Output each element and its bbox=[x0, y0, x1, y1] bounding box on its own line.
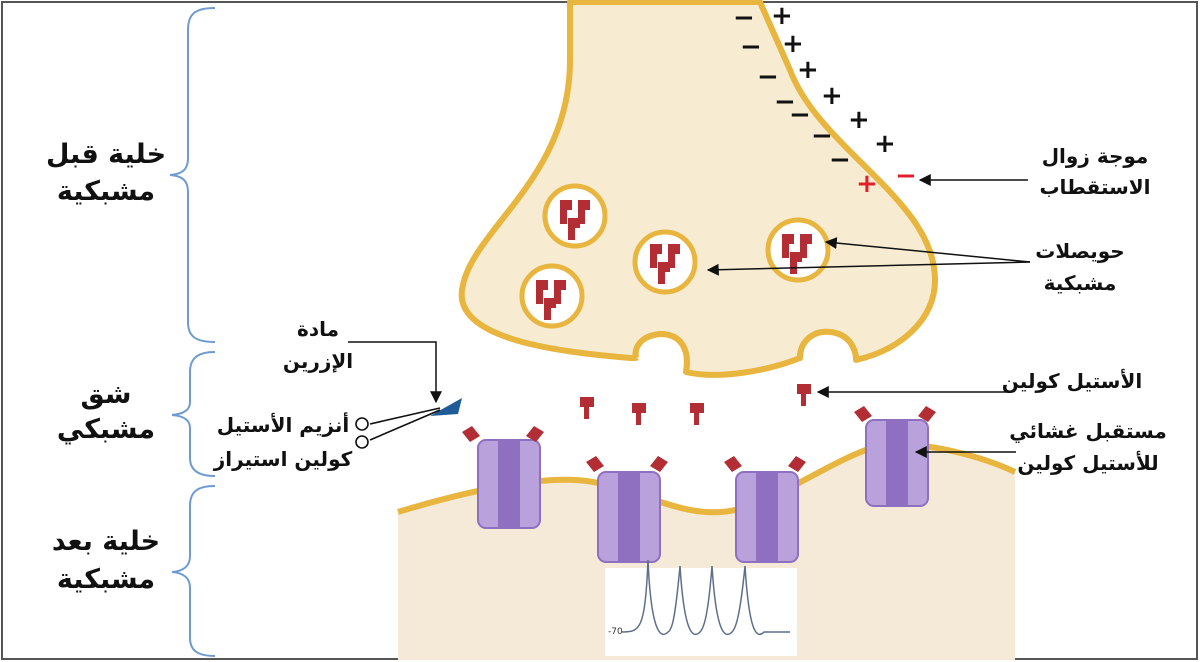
brace-presynaptic bbox=[170, 8, 215, 342]
label-receptor-line2: للأستيل كولين bbox=[1017, 450, 1158, 475]
label-depolarization-line2: الاستقطاب bbox=[1039, 175, 1150, 199]
charge-minus: − bbox=[733, 3, 755, 33]
label-cleft-line1: شق bbox=[81, 379, 132, 410]
charge-minus: − bbox=[829, 145, 851, 175]
charge-plus-red: + bbox=[856, 169, 878, 199]
charge-minus: − bbox=[789, 100, 811, 130]
trace-label: -70 bbox=[608, 627, 623, 637]
vesicle-2 bbox=[635, 232, 695, 292]
label-postsynaptic-line2: مشبكية bbox=[57, 564, 155, 595]
label-receptor-line1: مستقبل غشائي bbox=[1009, 419, 1167, 444]
receptor-2 bbox=[586, 456, 668, 562]
label-cleft-line2: مشبكي bbox=[57, 414, 155, 445]
scissors-icon bbox=[356, 408, 440, 448]
label-presynaptic-line1: خلية قبل bbox=[46, 139, 166, 170]
label-depolarization-line1: موجة زوال bbox=[1042, 144, 1149, 168]
charge-plus: + bbox=[821, 81, 843, 111]
charge-plus: + bbox=[771, 1, 793, 31]
receptor-3 bbox=[724, 456, 806, 562]
brace-postsynaptic bbox=[172, 486, 215, 656]
vesicle-4 bbox=[522, 266, 582, 326]
charge-minus-red: − bbox=[895, 161, 917, 191]
label-postsynaptic-line1: خلية بعد bbox=[52, 526, 160, 557]
acetylcholine-molecules bbox=[580, 384, 811, 425]
vesicle-1 bbox=[545, 186, 605, 246]
charge-plus: + bbox=[848, 105, 870, 135]
membrane-potential-trace: -70 bbox=[605, 560, 797, 656]
receptor-4 bbox=[854, 406, 936, 506]
arrow-sarin bbox=[348, 342, 436, 402]
label-vesicles-line2: مشبكية bbox=[1044, 271, 1117, 295]
label-enzyme-line1: أنزيم الأستيل bbox=[217, 411, 350, 437]
charge-plus: + bbox=[874, 129, 896, 159]
section-braces bbox=[170, 8, 215, 656]
charge-minus: − bbox=[740, 32, 762, 62]
vesicle-3 bbox=[768, 220, 828, 280]
sarin-wedge-icon bbox=[430, 398, 462, 416]
brace-cleft bbox=[172, 352, 215, 476]
label-enzyme-line2: كولين استيراز bbox=[213, 447, 353, 471]
label-sarin-line2: الإزرين bbox=[283, 349, 353, 373]
label-sarin-line1: مادة bbox=[297, 317, 339, 341]
label-acetylcholine: الأستيل كولين bbox=[1002, 368, 1142, 393]
charge-plus: + bbox=[797, 55, 819, 85]
label-vesicles-line1: حويصلات bbox=[1035, 239, 1124, 263]
label-presynaptic-line2: مشبكية bbox=[57, 176, 155, 207]
